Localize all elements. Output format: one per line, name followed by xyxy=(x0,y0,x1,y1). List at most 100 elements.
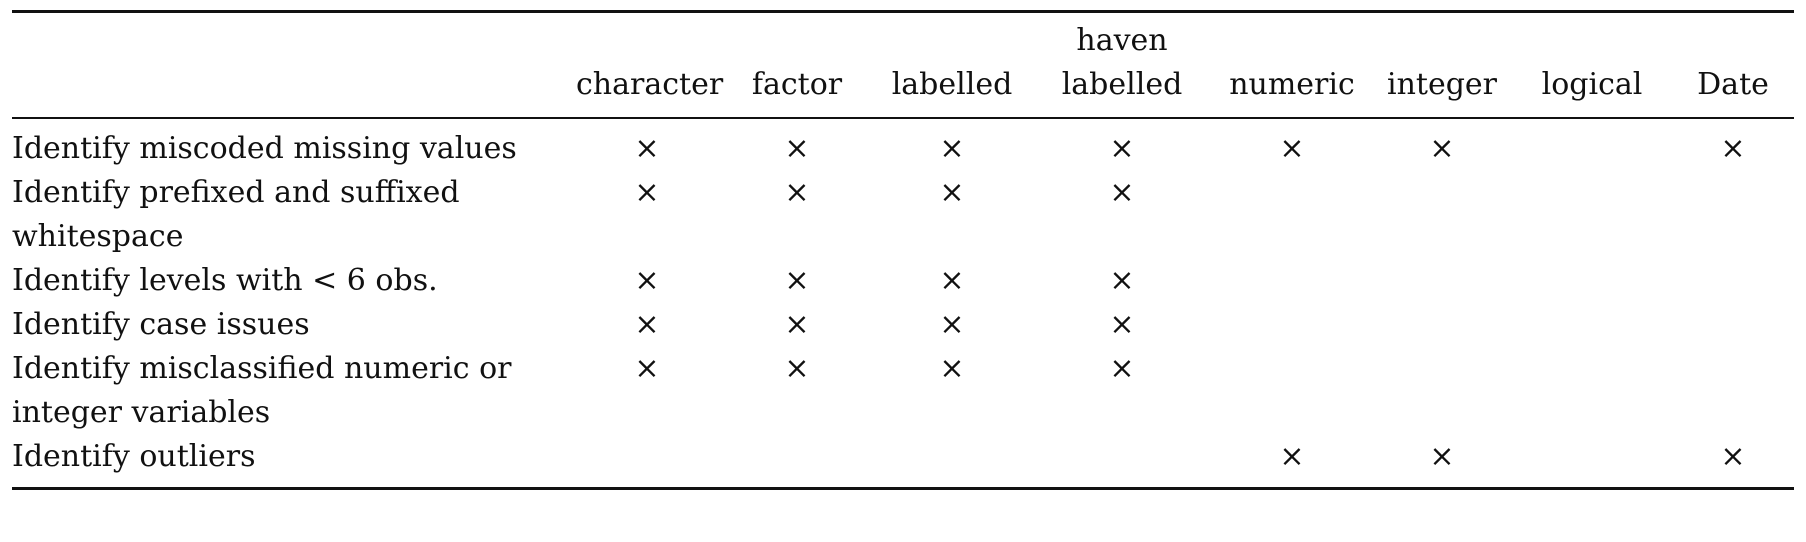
check-mark-cell: × xyxy=(722,118,872,171)
column-header: integer xyxy=(1372,12,1512,119)
check-mark-cell: × xyxy=(872,259,1032,303)
column-header-text: integer xyxy=(1386,67,1498,102)
empty-cell xyxy=(572,435,722,489)
check-mark-cell: × xyxy=(872,171,1032,259)
check-mark-cell: × xyxy=(872,303,1032,347)
check-mark-cell: × xyxy=(1672,435,1794,489)
column-header: labelled xyxy=(872,12,1032,119)
cross-mark-icon: × xyxy=(634,175,660,210)
row-label: Identify prefixed and suffixed whitespac… xyxy=(12,175,460,254)
cross-mark-icon: × xyxy=(939,307,965,342)
check-mark-cell: × xyxy=(572,347,722,435)
cross-mark-icon: × xyxy=(1109,351,1135,386)
empty-cell xyxy=(1512,303,1672,347)
cross-mark-icon: × xyxy=(1109,131,1135,166)
table-row: Identify misclassified numeric or intege… xyxy=(12,347,1794,435)
empty-cell xyxy=(1672,171,1794,259)
cross-mark-icon: × xyxy=(1109,307,1135,342)
check-mark-cell: × xyxy=(1032,171,1212,259)
empty-cell xyxy=(1372,259,1512,303)
table-row: Identify miscoded missing values × × × × × × × xyxy=(12,118,1794,171)
empty-cell xyxy=(1212,171,1372,259)
column-header-text: labelled xyxy=(1061,67,1183,102)
empty-cell xyxy=(722,435,872,489)
table-body: Identify miscoded missing values×××××××I… xyxy=(12,118,1794,489)
empty-cell xyxy=(1372,303,1512,347)
table-row: Identify case issues × × × × xyxy=(12,303,1794,347)
empty-cell xyxy=(1512,118,1672,171)
row-label: Identify levels with < 6 obs. xyxy=(12,263,438,298)
table-row: Identify outliers × × × xyxy=(12,435,1794,489)
empty-cell xyxy=(1372,171,1512,259)
cross-mark-icon: × xyxy=(1279,439,1305,474)
cross-mark-icon: × xyxy=(634,263,660,298)
check-mark-cell: × xyxy=(1032,303,1212,347)
column-header: factor xyxy=(722,12,872,119)
column-header: numeric xyxy=(1212,12,1372,119)
check-mark-cell: × xyxy=(1212,435,1372,489)
empty-cell xyxy=(1032,435,1212,489)
empty-cell xyxy=(1512,347,1672,435)
table-row: Identify prefixed and suffixed whitespac… xyxy=(12,171,1794,259)
check-mark-cell: × xyxy=(1672,118,1794,171)
row-label: Identify miscoded missing values xyxy=(12,131,517,166)
empty-cell xyxy=(1512,259,1672,303)
cross-mark-icon: × xyxy=(1429,439,1455,474)
check-mark-cell: × xyxy=(872,347,1032,435)
empty-cell xyxy=(1372,347,1512,435)
cross-mark-icon: × xyxy=(939,351,965,386)
cross-mark-icon: × xyxy=(1429,131,1455,166)
cross-mark-icon: × xyxy=(1109,175,1135,210)
column-header-text: labelled xyxy=(891,67,1013,102)
cross-mark-icon: × xyxy=(1109,263,1135,298)
cross-mark-icon: × xyxy=(784,175,810,210)
cross-mark-icon: × xyxy=(784,307,810,342)
header-corner-cell xyxy=(12,12,572,119)
check-mark-cell: × xyxy=(1372,435,1512,489)
table-row: Identify levels with < 6 obs. × × × × xyxy=(12,259,1794,303)
check-mark-cell: × xyxy=(1372,118,1512,171)
column-header-text: Date xyxy=(1697,67,1769,102)
check-mark-cell: × xyxy=(1032,347,1212,435)
check-mark-cell: × xyxy=(572,171,722,259)
check-mark-cell: × xyxy=(1212,118,1372,171)
column-header: character xyxy=(572,12,724,119)
column-header-text: character xyxy=(576,67,724,102)
cross-mark-icon: × xyxy=(634,307,660,342)
check-mark-cell: × xyxy=(722,259,872,303)
column-header-text: factor xyxy=(751,67,843,102)
cross-mark-icon: × xyxy=(784,263,810,298)
cross-mark-icon: × xyxy=(939,175,965,210)
cross-mark-icon: × xyxy=(784,131,810,166)
row-label: Identify case issues xyxy=(12,307,310,342)
check-mark-cell: × xyxy=(1032,118,1212,171)
check-mark-cell: × xyxy=(722,171,872,259)
check-mark-cell: × xyxy=(722,303,872,347)
check-mark-cell: × xyxy=(572,118,722,171)
cross-mark-icon: × xyxy=(1720,131,1746,166)
empty-cell xyxy=(1672,347,1794,435)
cross-mark-icon: × xyxy=(634,131,660,166)
check-mark-cell: × xyxy=(722,347,872,435)
cross-mark-icon: × xyxy=(1279,131,1305,166)
cross-mark-icon: × xyxy=(784,351,810,386)
empty-cell xyxy=(1212,303,1372,347)
row-label: Identify outliers xyxy=(12,439,256,474)
column-header: logical xyxy=(1512,12,1672,119)
check-mark-cell: × xyxy=(572,303,722,347)
column-header: Date xyxy=(1672,12,1794,119)
check-mark-cell: × xyxy=(872,118,1032,171)
cross-mark-icon: × xyxy=(1720,439,1746,474)
check-mark-cell: × xyxy=(1032,259,1212,303)
empty-cell xyxy=(1672,303,1794,347)
cross-mark-icon: × xyxy=(634,351,660,386)
check-mark-cell: × xyxy=(572,259,722,303)
row-label: Identify misclassified numeric or intege… xyxy=(12,351,512,430)
empty-cell xyxy=(1672,259,1794,303)
column-header-text: numeric xyxy=(1229,67,1355,102)
empty-cell xyxy=(1512,171,1672,259)
